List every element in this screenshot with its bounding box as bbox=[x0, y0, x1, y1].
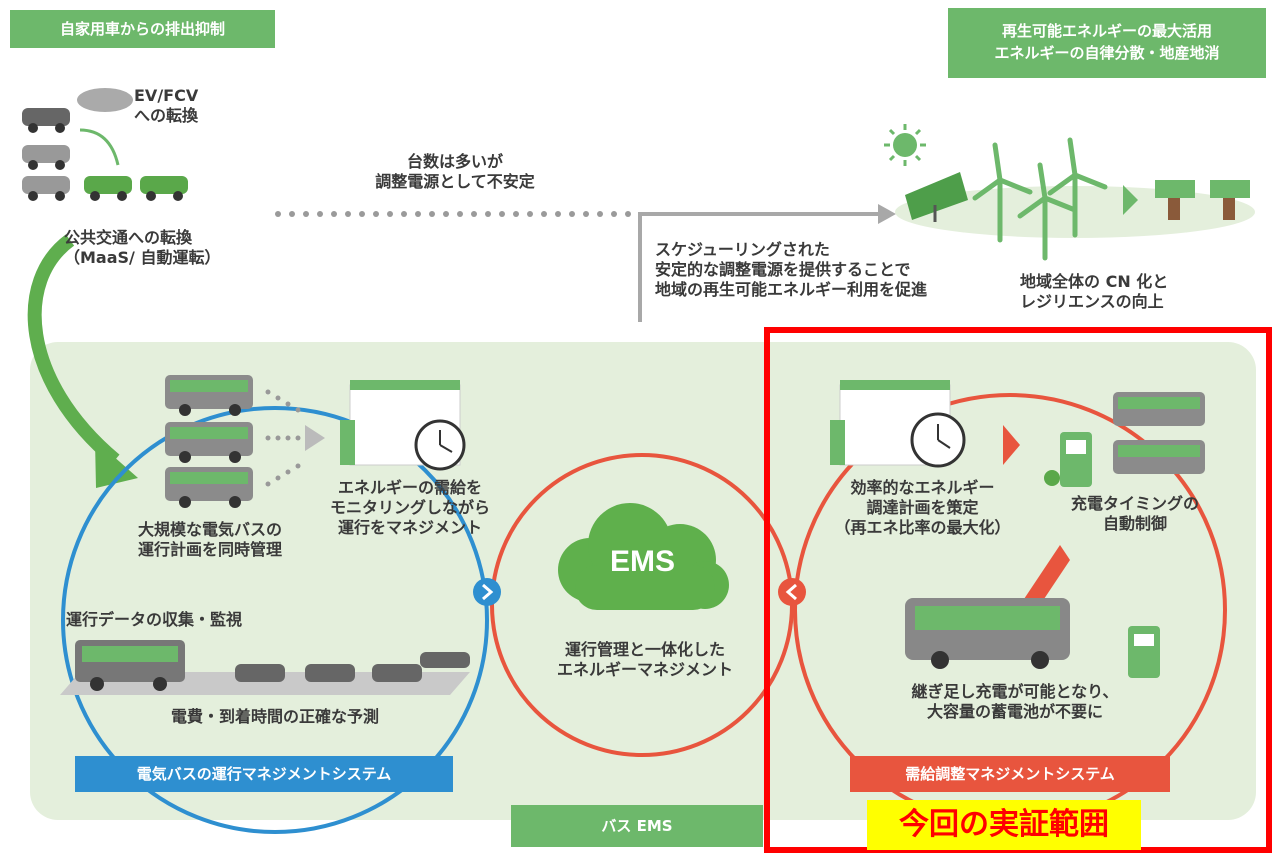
cn-line1: 地域全体の CN 化と bbox=[1020, 272, 1169, 291]
ems-label: EMS bbox=[609, 545, 675, 578]
sun-icon bbox=[884, 124, 926, 166]
scheduled-arrow-head bbox=[878, 204, 896, 224]
curved-arrow-head bbox=[95, 440, 138, 488]
efficient-procurement-text: 効率的なエネルギー 調達計画を策定 （再エネ比率の最大化） bbox=[815, 478, 1030, 538]
renewable-tag-line2: エネルギーの自律分散・地産地消 bbox=[994, 44, 1220, 62]
scheduled-line1: スケジューリングされた bbox=[655, 240, 830, 259]
right-system-tab-shape bbox=[850, 756, 1170, 792]
large-scale-text: 大規模な電気バスの 運行計画を同時管理 bbox=[110, 520, 310, 560]
top-up-line1: 継ぎ足し充電が可能となり、 bbox=[911, 682, 1119, 701]
public-transit-text: 公共交通への転換 （MaaS/ 自動運転） bbox=[64, 228, 220, 268]
scheduled-line3: 地域の再生可能エネルギー利用を促進 bbox=[655, 280, 928, 299]
left-chevron-icon bbox=[778, 578, 806, 606]
curved-arrow bbox=[27, 234, 120, 466]
bus-operation-system-label: 電気バスの運行マネジメントシステム bbox=[136, 765, 392, 783]
bus-icon bbox=[165, 375, 253, 508]
bus-icon bbox=[75, 640, 185, 691]
ems-desc-line1: 運行管理と一体化した bbox=[564, 640, 725, 659]
left-system-tab-shape bbox=[75, 756, 453, 792]
public-transit-line1: 公共交通への転換 bbox=[64, 228, 193, 247]
cn-line2: レジリエンスの向上 bbox=[1020, 292, 1164, 311]
renewable-arrow-head bbox=[1123, 185, 1138, 215]
exhaust-cloud bbox=[77, 88, 133, 112]
charge-timing-line1: 充電タイミングの bbox=[1070, 494, 1199, 513]
right-arrow-icon bbox=[1003, 425, 1020, 465]
efficient-line1: 効率的なエネルギー bbox=[850, 478, 995, 497]
charger-icon bbox=[1128, 626, 1160, 678]
scheduled-text: スケジューリングされた 安定的な調整電源を提供することで 地域の再生可能エネルギ… bbox=[655, 240, 927, 300]
charger-icon bbox=[1044, 432, 1092, 487]
dotted-line bbox=[275, 211, 631, 217]
clock-icon bbox=[910, 412, 966, 468]
charge-timing-text: 充電タイミングの 自動制御 bbox=[1050, 494, 1220, 534]
cn-resilience-text: 地域全体の CN 化と レジリエンスの向上 bbox=[1020, 272, 1168, 312]
large-scale-line2: 運行計画を同時管理 bbox=[137, 540, 282, 559]
wind-turbine-icon bbox=[972, 137, 1108, 261]
renewable-tag-line1: 再生可能エネルギーの最大活用 bbox=[1001, 22, 1212, 40]
monitoring-line1: エネルギーの需給を bbox=[337, 478, 482, 497]
monitoring-line2: モニタリングしながら bbox=[329, 498, 490, 517]
ems-desc-line2: エネルギーマネジメント bbox=[556, 660, 733, 679]
scope-label-bg bbox=[867, 800, 1141, 850]
efficient-line3: （再エネ比率の最大化） bbox=[834, 518, 1011, 537]
monitoring-line3: 運行をマネジメント bbox=[337, 518, 482, 537]
right-chevron-icon bbox=[473, 578, 501, 606]
convergence-dots bbox=[265, 389, 301, 487]
unstable-line1: 台数は多いが bbox=[406, 152, 503, 171]
public-transit-line2: （MaaS/ 自動運転） bbox=[64, 248, 221, 267]
bus-ems-tab-shape bbox=[511, 805, 763, 847]
ev-fcv-line2: への転換 bbox=[134, 106, 199, 125]
ev-fcv-line1: EV/FCV bbox=[134, 86, 199, 105]
ems-cloud-icon bbox=[558, 503, 729, 610]
car-icon bbox=[235, 652, 470, 682]
top-up-charging-text: 継ぎ足し充電が可能となり、 大容量の蓄電池が不要に bbox=[870, 682, 1160, 722]
unstable-text: 台数は多いが 調整電源として不安定 bbox=[330, 152, 580, 192]
car-icon bbox=[22, 88, 188, 201]
top-up-line2: 大容量の蓄電池が不要に bbox=[926, 702, 1103, 721]
prediction-text: 電費・到着時間の正確な予測 bbox=[170, 707, 379, 726]
ev-fcv-text: EV/FCV への転換 bbox=[134, 86, 198, 126]
clock-icon bbox=[414, 419, 466, 471]
data-collection-text: 運行データの収集・監視 bbox=[66, 610, 243, 629]
left-system-circle bbox=[61, 406, 489, 834]
efficient-line2: 調達計画を策定 bbox=[866, 498, 979, 517]
house-icon bbox=[1155, 180, 1250, 220]
callout-pointer bbox=[1020, 545, 1070, 605]
scheduled-line2: 安定的な調整電源を提供することで bbox=[655, 260, 911, 279]
bus-ems-label: バス EMS bbox=[601, 817, 673, 835]
solar-panel-icon bbox=[905, 172, 968, 222]
scheduled-arrow bbox=[638, 212, 880, 322]
bus-icon bbox=[905, 598, 1070, 669]
demonstration-scope-label: 今回の実証範囲 bbox=[899, 807, 1109, 842]
charge-timing-line2: 自動制御 bbox=[1102, 514, 1167, 533]
private-car-emission-tag: 自家用車からの排出抑制 bbox=[10, 10, 275, 48]
renewable-energy-tag: 再生可能エネルギーの最大活用 エネルギーの自律分散・地産地消 bbox=[948, 8, 1266, 78]
bus-icon bbox=[1113, 392, 1205, 474]
monitoring-text: エネルギーの需給を モニタリングしながら 運行をマネジメント bbox=[310, 478, 510, 538]
ems-description: 運行管理と一体化した エネルギーマネジメント bbox=[525, 640, 765, 680]
supply-demand-system-label: 需給調整マネジメントシステム bbox=[905, 765, 1115, 783]
large-scale-line1: 大規模な電気バスの bbox=[137, 520, 282, 539]
unstable-line2: 調整電源として不安定 bbox=[375, 172, 535, 191]
